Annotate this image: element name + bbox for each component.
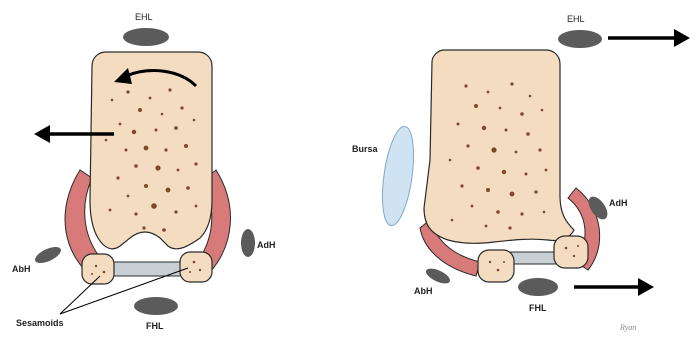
left-abh-label: AbH [12, 264, 31, 274]
right-sesamoid-tibial [478, 250, 514, 282]
left-fhl-label: FHL [146, 321, 164, 331]
left-ehl-tendon [123, 28, 169, 46]
right-adh-label: AdH [609, 198, 628, 208]
left-intersesamoid-ligament [110, 262, 186, 276]
left-adh-tendon [241, 229, 255, 257]
right-sesamoid-fibular [554, 236, 588, 268]
artist-signature: Ryan [619, 323, 636, 332]
left-fhl-tendon [134, 297, 178, 315]
right-abh-tendon [424, 266, 452, 287]
sesamoids-label: Sesamoids [16, 318, 64, 328]
left-metatarsal-head [90, 52, 212, 249]
left-adh-label: AdH [257, 240, 276, 250]
bursa-label: Bursa [352, 144, 379, 154]
left-sesamoid-tibial [82, 254, 114, 284]
left-sesamoid-fibular [180, 252, 212, 282]
bursa [377, 125, 419, 228]
left-ehl-label: EHL [135, 12, 153, 22]
right-fhl-arrowhead [638, 278, 654, 296]
left-shift-arrowhead [34, 125, 50, 143]
sesamoids-pointer-tibial [60, 276, 100, 314]
left-panel: EHL [12, 12, 276, 331]
right-ehl-label: EHL [567, 14, 585, 24]
left-abh-tendon [33, 244, 63, 267]
right-fhl-label: FHL [529, 303, 547, 313]
right-abh-label: AbH [414, 286, 433, 296]
right-ehl-arrowhead [674, 29, 690, 47]
right-panel: EHL Bursa [352, 14, 690, 332]
right-fhl-tendon [518, 278, 558, 296]
right-metatarsal-head [424, 50, 574, 243]
right-ehl-tendon [558, 30, 602, 48]
